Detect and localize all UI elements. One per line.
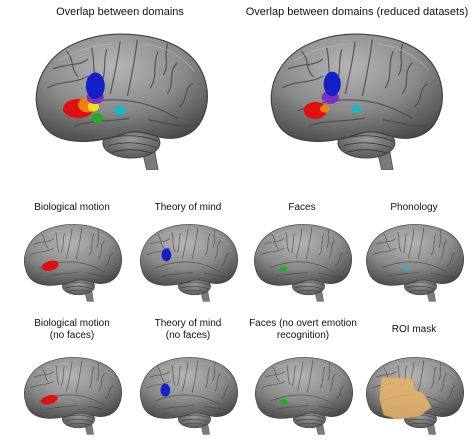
brain-image <box>360 350 468 442</box>
brain-image <box>18 218 126 308</box>
activation-blob <box>160 383 171 397</box>
overlap-blob-cyan <box>352 104 362 113</box>
panel-overlap-between-domains: Overlap between domains <box>20 0 220 190</box>
overlap-blob-yellow <box>87 102 100 112</box>
panel-title: Theory of mind <box>154 202 222 213</box>
activation-blob <box>403 266 410 272</box>
activation-blob <box>41 260 59 271</box>
panel-title: Biological motion (no faces) <box>34 318 110 341</box>
panel-theory-of-mind: Theory of mind <box>130 196 246 314</box>
brain-image <box>25 22 215 182</box>
overlap-blob-orange <box>319 104 330 113</box>
panel-title: Overlap between domains <box>56 6 184 18</box>
brain-image <box>360 218 468 308</box>
panel-title: Faces <box>288 202 316 213</box>
panel-theory-of-mind-no-faces: Theory of mind (no faces) <box>130 314 246 448</box>
panel-biological-motion-no-faces: Biological motion (no faces) <box>14 314 130 448</box>
overlap-blob-blue <box>85 72 105 100</box>
overlap-blob-blue <box>323 71 341 97</box>
brain-image <box>18 350 126 442</box>
roi-mask-region <box>379 376 432 420</box>
panel-faces-no-emotion: Faces (no overt emotion recognition) <box>240 314 366 448</box>
activation-blob <box>279 399 288 405</box>
overlap-blob-red <box>303 102 327 120</box>
brain-image <box>260 22 450 182</box>
panel-roi-mask: ROI mask <box>356 314 472 448</box>
activation-blob <box>161 248 172 262</box>
overlap-blob-green <box>91 113 103 123</box>
panel-title: Theory of mind (no faces) <box>154 318 222 341</box>
panel-biological-motion: Biological motion <box>14 196 130 314</box>
panel-title: Phonology <box>390 202 438 213</box>
overlap-blob-cyan <box>114 105 126 116</box>
panel-phonology: Phonology <box>356 196 472 314</box>
panel-overlap-reduced: Overlap between domains (reduced dataset… <box>240 0 474 190</box>
panel-title: Biological motion <box>34 202 110 213</box>
panel-title: ROI mask <box>391 324 437 335</box>
brain-image <box>248 218 356 308</box>
brain-image <box>249 350 357 442</box>
brain-image <box>134 350 242 442</box>
activation-blob <box>40 395 58 405</box>
brain-image <box>134 218 242 308</box>
panel-faces: Faces <box>244 196 360 314</box>
activation-blob <box>279 266 288 272</box>
panel-title: Faces (no overt emotion recognition) <box>249 318 357 341</box>
panel-title: Overlap between domains (reduced dataset… <box>245 6 469 18</box>
